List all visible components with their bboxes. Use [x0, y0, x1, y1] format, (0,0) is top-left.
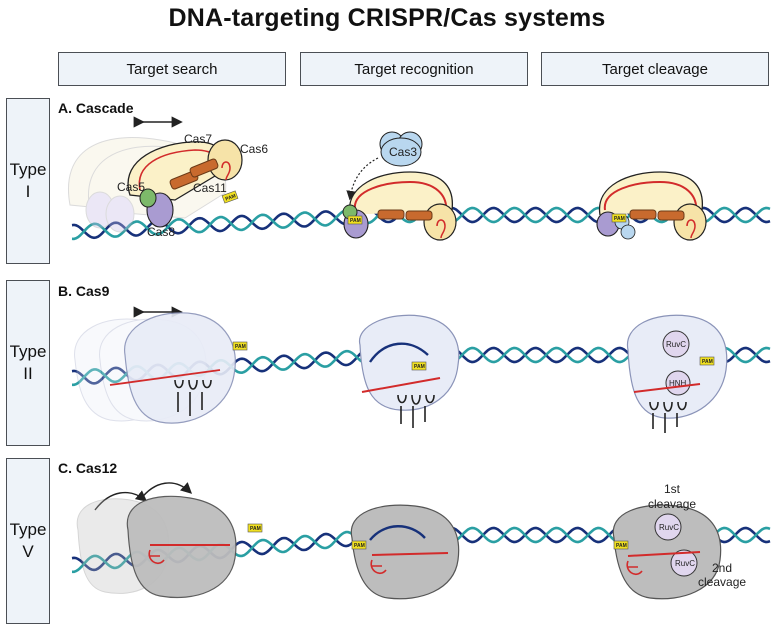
- section-label-cas12: C. Cas12: [58, 460, 118, 476]
- cascade-complex-cleavage: PAM: [596, 171, 707, 241]
- figure-title: DNA-targeting CRISPR/Cas systems: [168, 4, 606, 32]
- label-cas7: Cas7: [184, 132, 212, 146]
- type-ii-numeral: II: [23, 364, 33, 383]
- svg-text:PAM: PAM: [350, 218, 361, 224]
- label-second-cleavage-line1: 2nd: [712, 561, 732, 575]
- cas12-complex-cleavage: RuvC RuvC PAM: [612, 504, 722, 600]
- cascade-complex-search: [127, 139, 243, 228]
- hop-arrow-1: [94, 490, 148, 511]
- cas6-protein: [207, 139, 243, 181]
- svg-text:PAM: PAM: [250, 526, 261, 532]
- hop-arrow-2: [139, 482, 193, 501]
- label-cas3: Cas3: [389, 145, 417, 159]
- column-header-target-search: Target search: [58, 52, 286, 86]
- section-label-cascade: A. Cascade: [58, 100, 134, 116]
- label-cas11: Cas11: [193, 181, 227, 195]
- pam-badge-row3-search: PAM: [247, 523, 263, 533]
- label-ruvc-cas12-a: RuvC: [659, 523, 679, 532]
- label-hnh: HNH: [669, 379, 687, 388]
- cas9-complex-cleavage: RuvC HNH PAM: [626, 314, 728, 433]
- label-cas8: Cas8: [147, 225, 175, 239]
- label-second-cleavage-line2: cleavage: [698, 575, 746, 589]
- label-cas6: Cas6: [240, 142, 268, 156]
- cas3-recruit-arrow: [346, 157, 379, 201]
- svg-text:PAM: PAM: [414, 364, 425, 370]
- svg-text:PAM: PAM: [616, 543, 627, 549]
- type-v-word: Type: [9, 520, 47, 539]
- cascade-complex-recognition: PAM: [342, 171, 457, 241]
- column-header-target-recognition: Target recognition: [300, 52, 528, 86]
- cas12-complex-recognition: PAM: [350, 504, 460, 600]
- label-ruvc-cas12-b: RuvC: [675, 559, 695, 568]
- type-v-numeral: V: [22, 542, 34, 561]
- label-first-cleavage-line2: cleavage: [648, 497, 696, 511]
- svg-text:PAM: PAM: [702, 359, 713, 365]
- section-label-cas9: B. Cas9: [58, 283, 110, 299]
- cas5-protein: [139, 188, 157, 208]
- pam-badge-row2-search: PAM: [232, 341, 248, 351]
- label-cas5: Cas5: [117, 180, 145, 194]
- cas3-protein: Cas3: [379, 131, 423, 167]
- label-ruvc-cas9: RuvC: [666, 340, 686, 349]
- svg-text:PAM: PAM: [235, 344, 246, 350]
- type-i-word: Type: [9, 160, 47, 179]
- svg-text:PAM: PAM: [354, 543, 365, 549]
- cas12-complex-search: [126, 495, 237, 599]
- pam-badge-row1-search: PAM: [221, 190, 239, 204]
- svg-text:PAM: PAM: [614, 216, 625, 222]
- cas9-complex-recognition: PAM: [359, 314, 460, 428]
- column-header-target-cleavage: Target cleavage: [541, 52, 769, 86]
- type-i-numeral: I: [25, 182, 31, 201]
- label-first-cleavage-line1: 1st: [664, 482, 681, 496]
- cas9-complex-search: [109, 312, 236, 424]
- svg-text:PAM: PAM: [225, 193, 237, 202]
- type-ii-word: Type: [9, 342, 47, 361]
